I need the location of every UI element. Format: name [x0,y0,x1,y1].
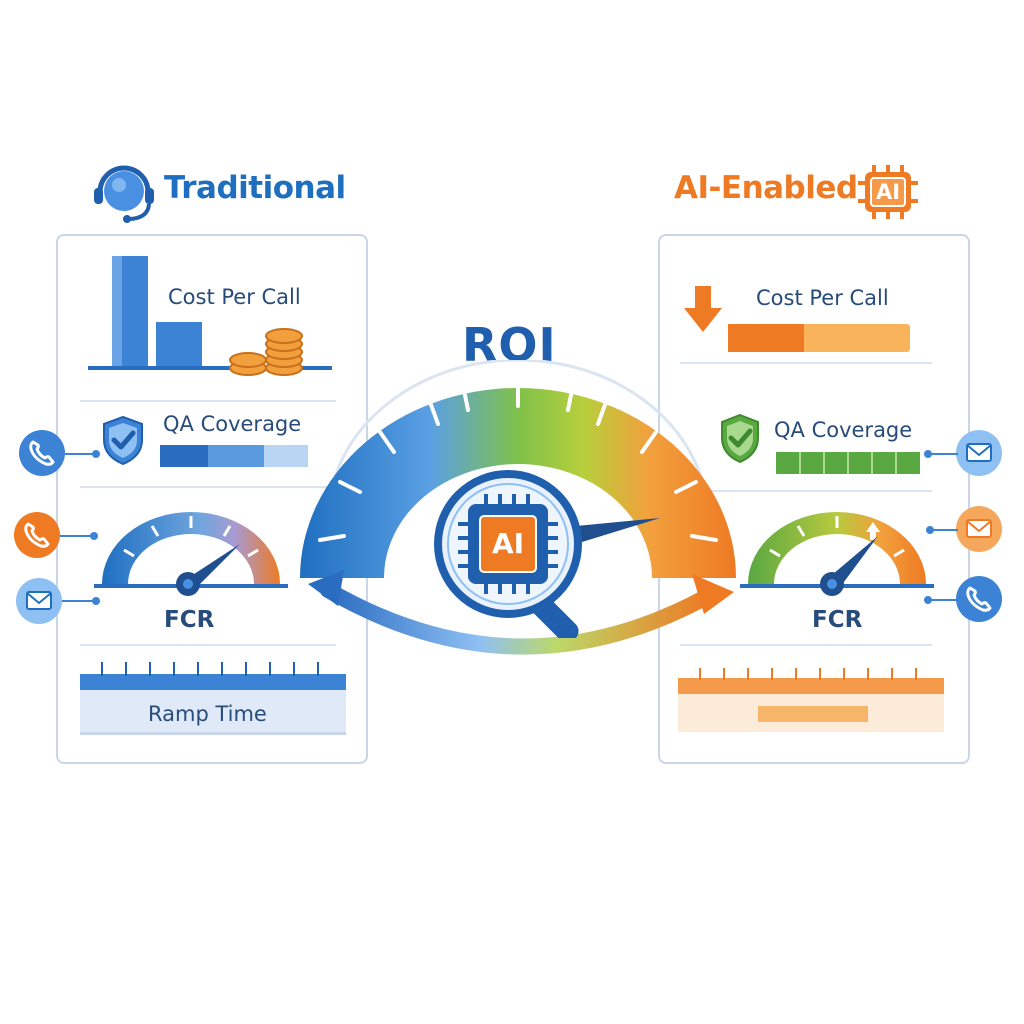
right-cost-label: Cost Per Call [756,286,889,310]
ai-chip-label: AI [491,527,525,560]
left-connectors [60,450,100,605]
shield-check-icon [721,413,759,464]
left-fcr-label: FCR [164,607,215,633]
ai-badge-icon: AI [856,163,920,221]
phone-icon [956,576,1002,622]
right-divider-3 [680,644,932,646]
left-divider-3 [80,644,336,646]
email-icon [16,578,62,624]
right-divider-1 [680,362,932,364]
left-qa-progress-bar [160,445,308,467]
email-icon [956,430,1002,476]
headset-icon [94,165,154,223]
left-divider-1 [80,400,336,402]
magnifier-icon: AI [430,468,630,638]
right-fcr-gauge [740,512,934,596]
left-cost-label: Cost Per Call [168,285,301,309]
right-fcr-label: FCR [812,607,863,633]
down-arrow-icon [684,286,722,332]
phone-icon [14,512,60,558]
right-connectors [924,450,958,604]
left-ramp-label: Ramp Time [148,702,267,726]
roi-gauge [300,360,736,655]
left-divider-2 [80,486,336,488]
right-ramp-time-box [678,668,944,732]
ai-badge-label: AI [875,180,901,204]
left-ramp-time-box: Ramp Time [80,660,346,735]
phone-icon [19,430,65,476]
cost-bar-chart-icon [88,256,332,370]
right-divider-2 [680,490,932,492]
email-icon [956,506,1002,552]
right-qa-label: QA Coverage [774,418,913,442]
coins-icon [229,328,303,376]
right-qa-progress-bar [776,452,920,474]
ai-enabled-title: AI-Enabled [674,170,858,206]
left-qa-label: QA Coverage [163,412,302,436]
right-cost-bar [728,324,910,352]
shield-check-icon [103,415,143,466]
traditional-title: Traditional [164,170,346,206]
left-fcr-gauge [94,512,288,596]
